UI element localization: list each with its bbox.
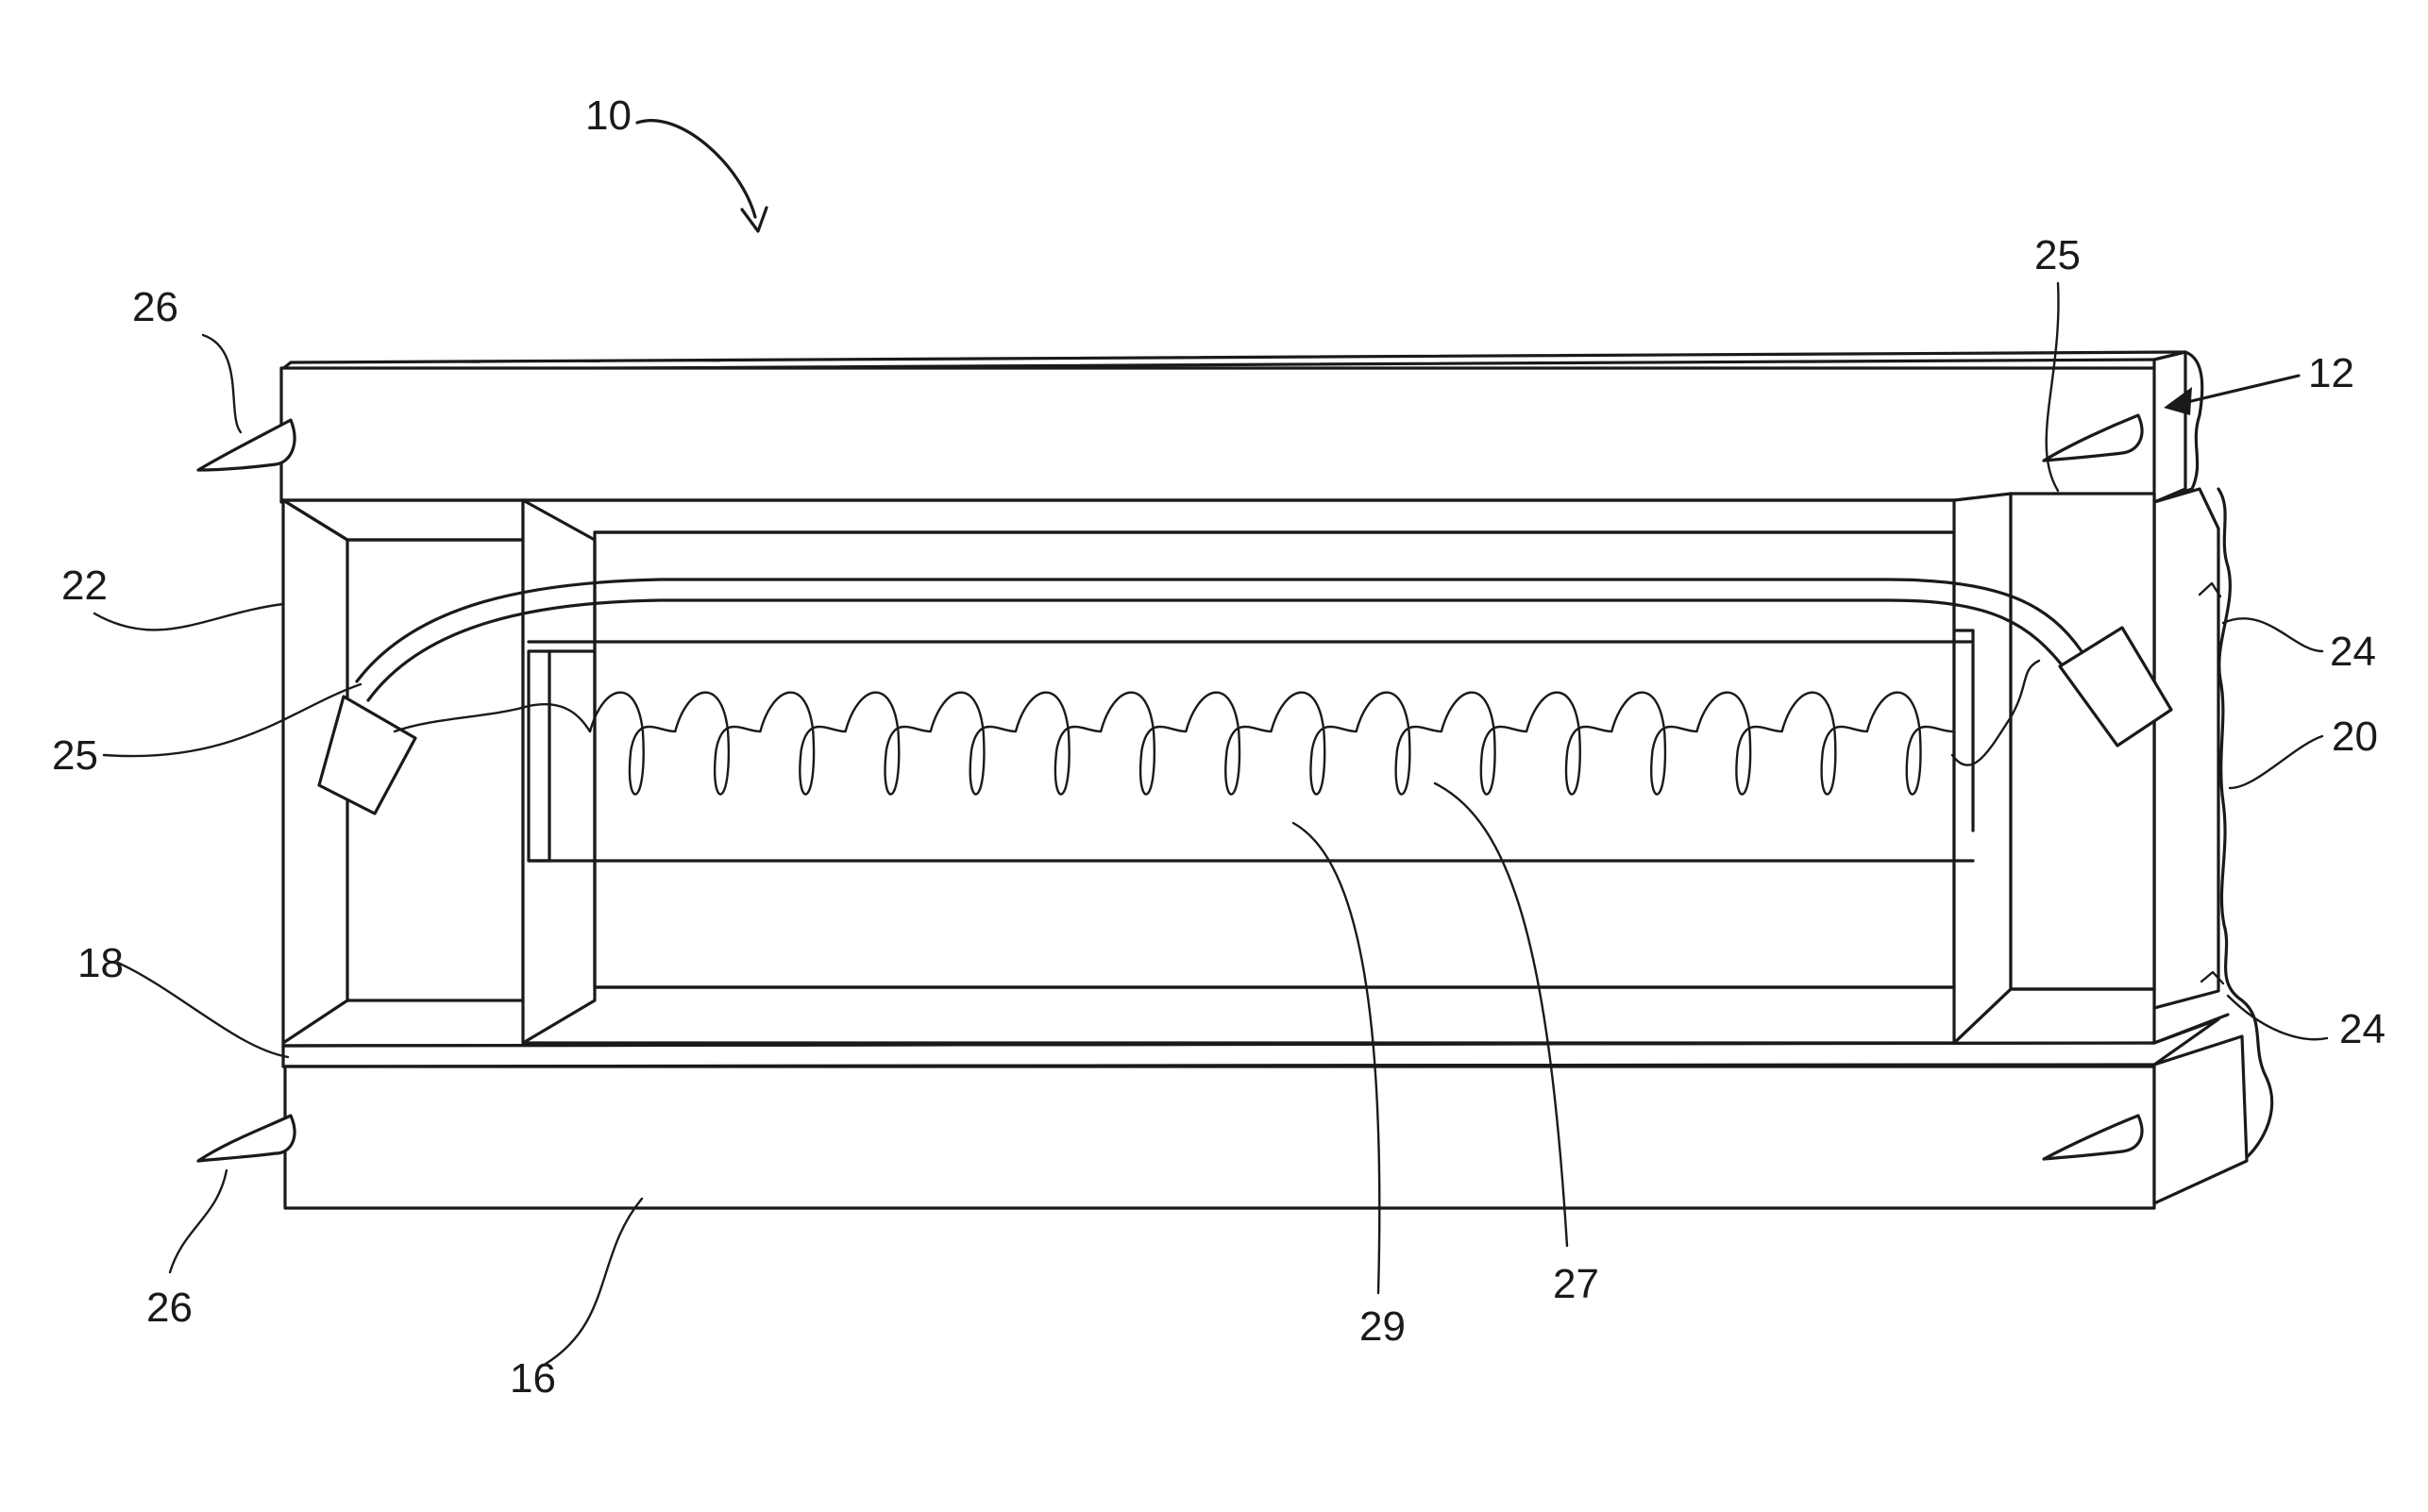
spike-bottom-left <box>198 1116 295 1161</box>
housing-top-bar <box>281 352 2185 502</box>
label-26-top: 26 <box>132 284 178 330</box>
label-26-bottom: 26 <box>146 1285 193 1331</box>
label-10: 10 <box>585 92 632 139</box>
label-24-lower: 24 <box>2339 1006 2386 1052</box>
label-20: 20 <box>2332 714 2378 760</box>
label-16: 16 <box>510 1355 556 1402</box>
label-18: 18 <box>77 940 124 986</box>
spike-top-left <box>198 420 295 470</box>
label-27: 27 <box>1553 1261 1599 1307</box>
housing-right-end <box>2154 352 2218 1008</box>
label-25-left: 25 <box>52 732 98 779</box>
inner-frame <box>283 494 2154 1048</box>
label-22: 22 <box>61 563 108 609</box>
label-24-upper: 24 <box>2330 629 2376 675</box>
label-12: 12 <box>2308 350 2354 396</box>
label-29: 29 <box>1359 1303 1406 1350</box>
label-25-right: 25 <box>2034 232 2081 278</box>
